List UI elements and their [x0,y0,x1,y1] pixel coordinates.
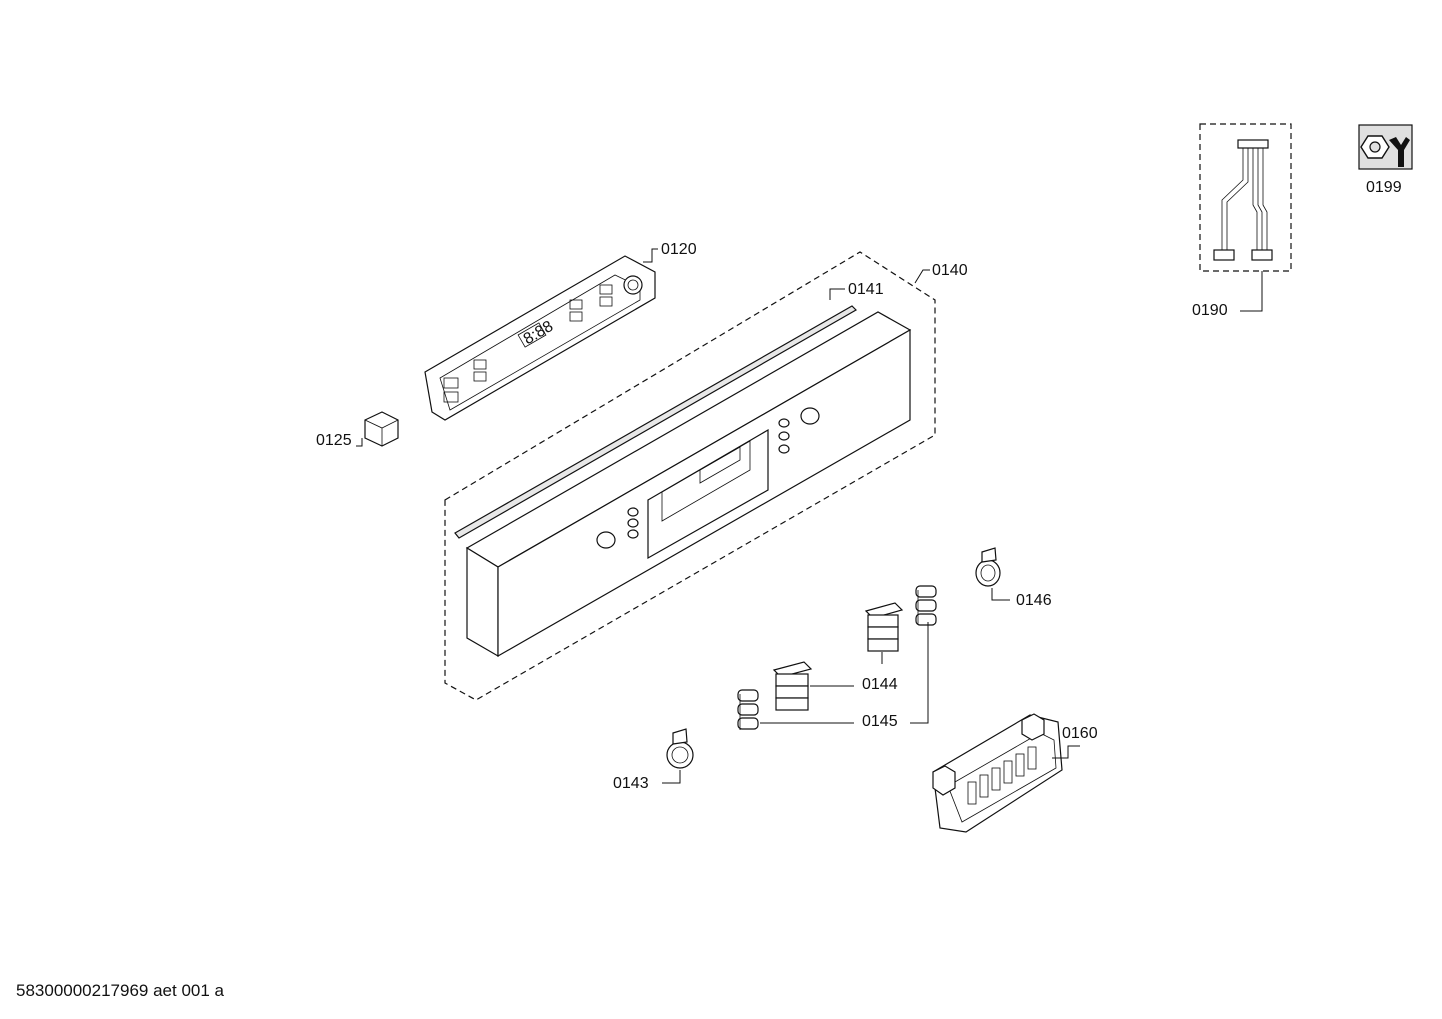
label-0146: 0146 [1016,592,1052,609]
document-id: 58300000217969 aet 001 a [16,981,224,1000]
control-panel-fascia [465,311,912,658]
label-0125: 0125 [316,432,352,449]
button-set-0144-upper [864,602,904,664]
button-set-0144-lower [772,661,854,711]
label-0140: 0140 [932,262,968,279]
button-strip-0145-lower [737,689,759,730]
holder-0160 [932,713,1080,833]
label-0190: 0190 [1192,302,1228,319]
label-0160: 0160 [1062,725,1098,742]
label-0144: 0144 [862,676,898,693]
label-0145: 0145 [862,713,898,730]
gasket-strip-0141 [454,288,857,539]
label-0120: 0120 [661,241,697,258]
knob-0143 [662,728,694,784]
nut-wrench-icon [1358,124,1413,170]
clip-0125 [356,411,399,447]
leader-0145-right [910,622,929,724]
knob-0146 [975,547,1010,601]
label-0141: 0141 [848,281,884,298]
label-0143: 0143 [613,775,649,792]
control-module-0120: 8:88 [424,248,658,421]
assembly-outline-0140 [444,251,936,701]
button-strip-0145-upper [915,585,937,626]
wiring-harness-0190 [1199,123,1292,312]
label-0199: 0199 [1366,179,1402,196]
